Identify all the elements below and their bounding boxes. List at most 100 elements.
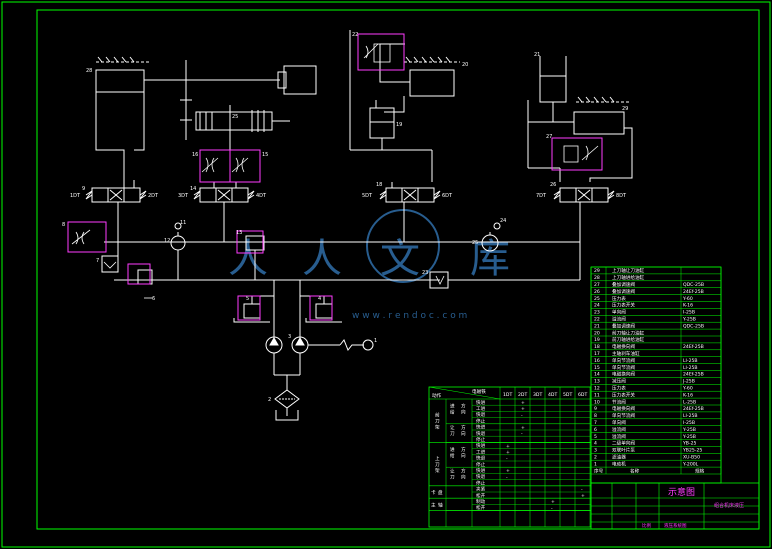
action-header-solenoid: 电磁铁 bbox=[472, 388, 486, 395]
action-subgroup-char: 进 bbox=[450, 446, 455, 453]
parts-row-name: 减压阀 bbox=[612, 378, 626, 385]
action-step-label: 快退 bbox=[476, 411, 486, 418]
action-group-char: 卡 bbox=[431, 489, 436, 496]
parts-row-name: 单向阀 bbox=[612, 419, 626, 426]
action-group-char: 刀 bbox=[435, 419, 440, 425]
parts-row-name: 电磁换向阀 bbox=[612, 343, 635, 350]
parts-row-no: 12 bbox=[594, 386, 600, 392]
action-group-char: 架 bbox=[435, 468, 440, 474]
action-mark: + bbox=[506, 450, 510, 456]
parts-row-name: 单向节流阀 bbox=[612, 364, 635, 371]
action-step-label: 快进 bbox=[476, 467, 486, 474]
parts-row-spec: K-16 bbox=[683, 392, 693, 398]
action-mark: - bbox=[506, 457, 508, 462]
action-header-2DT: 2DT bbox=[518, 392, 527, 398]
action-mark: + bbox=[506, 468, 510, 474]
parts-row-no: 29 bbox=[594, 268, 600, 274]
parts-row-no: 19 bbox=[594, 337, 600, 343]
label-20: 20 bbox=[462, 62, 468, 68]
parts-row-name: 节流阀 bbox=[612, 398, 626, 405]
title-block-title: 示意图 bbox=[668, 486, 695, 498]
parts-row-no: 17 bbox=[594, 351, 600, 357]
parts-row-spec: Y-60 bbox=[682, 386, 693, 392]
parts-row-name: 叠加调速阀 bbox=[612, 288, 635, 295]
action-header-5DT: 5DT bbox=[563, 392, 572, 398]
label-14: 14 bbox=[190, 186, 196, 192]
action-subgroup-char: 方 bbox=[461, 424, 466, 431]
parts-row-name: 溢流阀 bbox=[612, 433, 626, 440]
action-step-label: 停止 bbox=[476, 417, 486, 424]
label-9: 9 bbox=[82, 186, 85, 192]
label-29: 29 bbox=[622, 106, 628, 112]
action-header-1DT: 1DT bbox=[503, 392, 512, 398]
parts-row-no: 7 bbox=[594, 420, 597, 426]
parts-row-spec: K-16 bbox=[683, 303, 693, 309]
parts-row-spec: I-25B bbox=[683, 310, 695, 316]
parts-row-no: 23 bbox=[594, 310, 600, 316]
parts-row-no: 28 bbox=[594, 275, 600, 281]
label-28: 28 bbox=[86, 68, 92, 74]
right-circuit bbox=[527, 56, 633, 242]
parts-row-no: 1 bbox=[594, 461, 597, 467]
label-11: 11 bbox=[180, 220, 186, 226]
label-7: 7 bbox=[96, 258, 99, 264]
action-group-char: 上 bbox=[435, 455, 440, 462]
parts-row-name: 电动机 bbox=[612, 460, 626, 467]
action-mark: + bbox=[506, 443, 510, 449]
parts-row-no: 24 bbox=[594, 303, 600, 309]
parts-row-spec: Y-25B bbox=[682, 434, 696, 440]
label-2: 2 bbox=[268, 397, 271, 403]
label-25: 25 bbox=[472, 240, 478, 246]
parts-header-no: 序号 bbox=[594, 467, 604, 474]
parts-row-name: 主轴刹车油缸 bbox=[612, 350, 640, 357]
parts-row-spec: LI-25B bbox=[683, 365, 698, 371]
action-step-label: 制动 bbox=[476, 498, 486, 505]
parts-row-name: 前刀轴让刀油缸 bbox=[612, 329, 645, 336]
parts-row-name: 上刀轴进给油缸 bbox=[612, 274, 645, 281]
parts-header-name: 名称 bbox=[630, 467, 640, 474]
title-block-system-name: 液压系统图 bbox=[664, 522, 687, 529]
solenoid-7DT: 7DT bbox=[536, 193, 547, 199]
parts-row-name: 双联叶片泵 bbox=[612, 447, 635, 454]
parts-row-spec: 24Ef-25B bbox=[683, 344, 704, 350]
label-27: 27 bbox=[546, 134, 552, 140]
parts-row-no: 11 bbox=[594, 392, 600, 398]
label-23: 23 bbox=[422, 270, 428, 276]
left-flow-control-symbols bbox=[71, 157, 249, 299]
parts-row-no: 6 bbox=[594, 427, 597, 433]
label-6: 6 bbox=[152, 296, 155, 302]
label-21: 21 bbox=[534, 52, 540, 58]
parts-row-name: 滤油器 bbox=[612, 454, 626, 461]
parts-row-no: 20 bbox=[594, 330, 600, 336]
parts-row-spec: I-25B bbox=[683, 420, 695, 426]
action-mark: - bbox=[551, 506, 553, 511]
right-flow-control-symbols bbox=[563, 145, 599, 163]
watermark-char-1: 人 bbox=[228, 236, 268, 282]
parts-row-no: 18 bbox=[594, 344, 600, 350]
solenoid-4DT: 4DT bbox=[256, 193, 267, 199]
label-19: 19 bbox=[396, 122, 402, 128]
parts-row-no: 9 bbox=[594, 406, 597, 412]
action-mark: + bbox=[551, 499, 555, 505]
action-subgroup-char: 向 bbox=[461, 408, 466, 415]
parts-row-spec: 24Ef-25B bbox=[683, 372, 704, 378]
label-12: 12 bbox=[164, 238, 170, 244]
action-step-label: 快退 bbox=[476, 430, 486, 437]
action-subgroup-char: 向 bbox=[461, 452, 466, 459]
parts-row-name: 压力表开关 bbox=[612, 302, 635, 309]
parts-row-name: 叠加调速阀 bbox=[612, 322, 635, 329]
parts-row-name: 上刀轴让刀油缸 bbox=[612, 267, 645, 274]
action-subgroup-char: 刀 bbox=[450, 431, 455, 437]
action-mark: - bbox=[521, 432, 523, 437]
parts-row-name: 电磁换向阀 bbox=[612, 405, 635, 412]
parts-row-no: 3 bbox=[594, 448, 597, 454]
parts-row-no: 25 bbox=[594, 296, 600, 302]
solenoid-1DT: 1DT bbox=[70, 193, 81, 199]
action-mark: - bbox=[521, 413, 523, 418]
watermark-char-2: 人 bbox=[302, 236, 342, 282]
solenoid-6DT: 6DT bbox=[442, 193, 453, 199]
action-group-char: 刀 bbox=[435, 462, 440, 468]
label-18: 18 bbox=[376, 182, 382, 188]
action-step-label: 快进 bbox=[476, 442, 486, 449]
action-subgroup-char: 向 bbox=[461, 430, 466, 437]
